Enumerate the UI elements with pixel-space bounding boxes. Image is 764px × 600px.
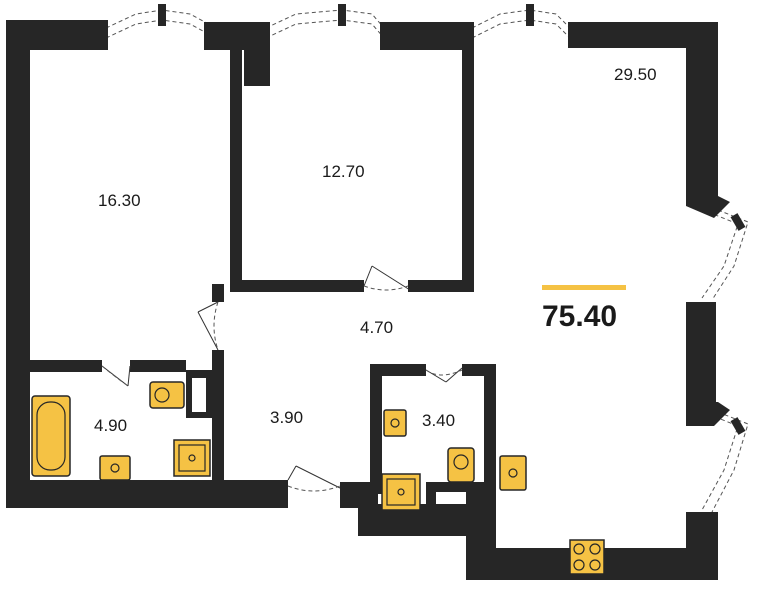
- toilet-icon: [149, 381, 185, 409]
- window-left-bedroom: [105, 4, 217, 39]
- doors: [101, 265, 463, 492]
- door-bedroom-mid: [363, 265, 411, 291]
- total-accent-bar: [542, 285, 626, 290]
- door-wc: [425, 367, 463, 383]
- area-corridor: 3.90: [270, 408, 303, 427]
- wc-sink-icon: [383, 409, 407, 437]
- fixtures: [31, 381, 605, 575]
- shower-icon: [173, 439, 211, 477]
- stove-icon: [569, 539, 605, 575]
- window-mid-bedroom: [265, 4, 385, 39]
- area-wc: 3.40: [422, 411, 455, 430]
- window-kitchen-right: [701, 411, 749, 513]
- area-hall: 4.70: [360, 318, 393, 337]
- window-living-right: [701, 209, 749, 301]
- door-entrance: [287, 465, 341, 492]
- window-living-top: [471, 4, 571, 39]
- area-living: 29.50: [614, 65, 657, 84]
- washbasin-icon: [99, 455, 131, 481]
- wc-toilet-icon: [447, 447, 475, 483]
- total-area: 75.40: [542, 300, 617, 333]
- door-bathroom: [101, 365, 131, 387]
- area-bedroom-mid: 12.70: [322, 162, 365, 181]
- wc-shower-icon: [381, 473, 421, 511]
- area-bathroom: 4.90: [94, 416, 127, 435]
- bathtub-icon: [31, 395, 71, 477]
- kitchen-sink-icon: [499, 455, 527, 491]
- door-bedroom-left: [197, 301, 219, 351]
- area-bedroom-left: 16.30: [98, 191, 141, 210]
- walls: [6, 20, 730, 580]
- windows: [105, 4, 749, 513]
